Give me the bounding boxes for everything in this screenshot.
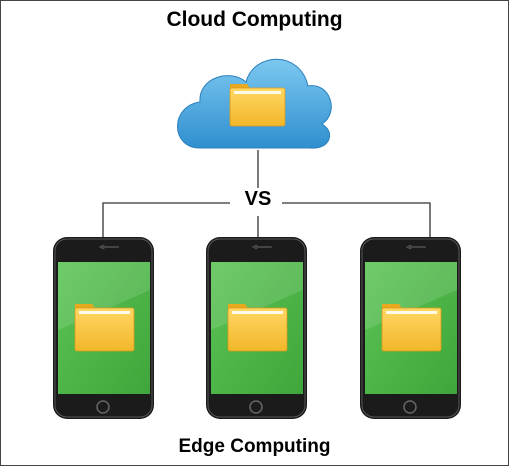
folder-icon	[229, 84, 286, 127]
connector-lines	[102, 150, 431, 240]
smartphone-left	[53, 237, 154, 419]
folder-icon	[381, 304, 442, 352]
cloud-computing-title: Cloud Computing	[166, 8, 343, 31]
folder-icon	[227, 304, 288, 352]
cloud-icon	[177, 58, 332, 149]
vs-label: VS	[234, 188, 282, 211]
right-connector	[282, 202, 431, 240]
smartphone-center	[206, 237, 307, 419]
edge-computing-title: Edge Computing	[178, 436, 331, 457]
left-connector	[102, 202, 230, 240]
smartphone-right	[360, 237, 461, 419]
folder-icon	[74, 304, 135, 352]
